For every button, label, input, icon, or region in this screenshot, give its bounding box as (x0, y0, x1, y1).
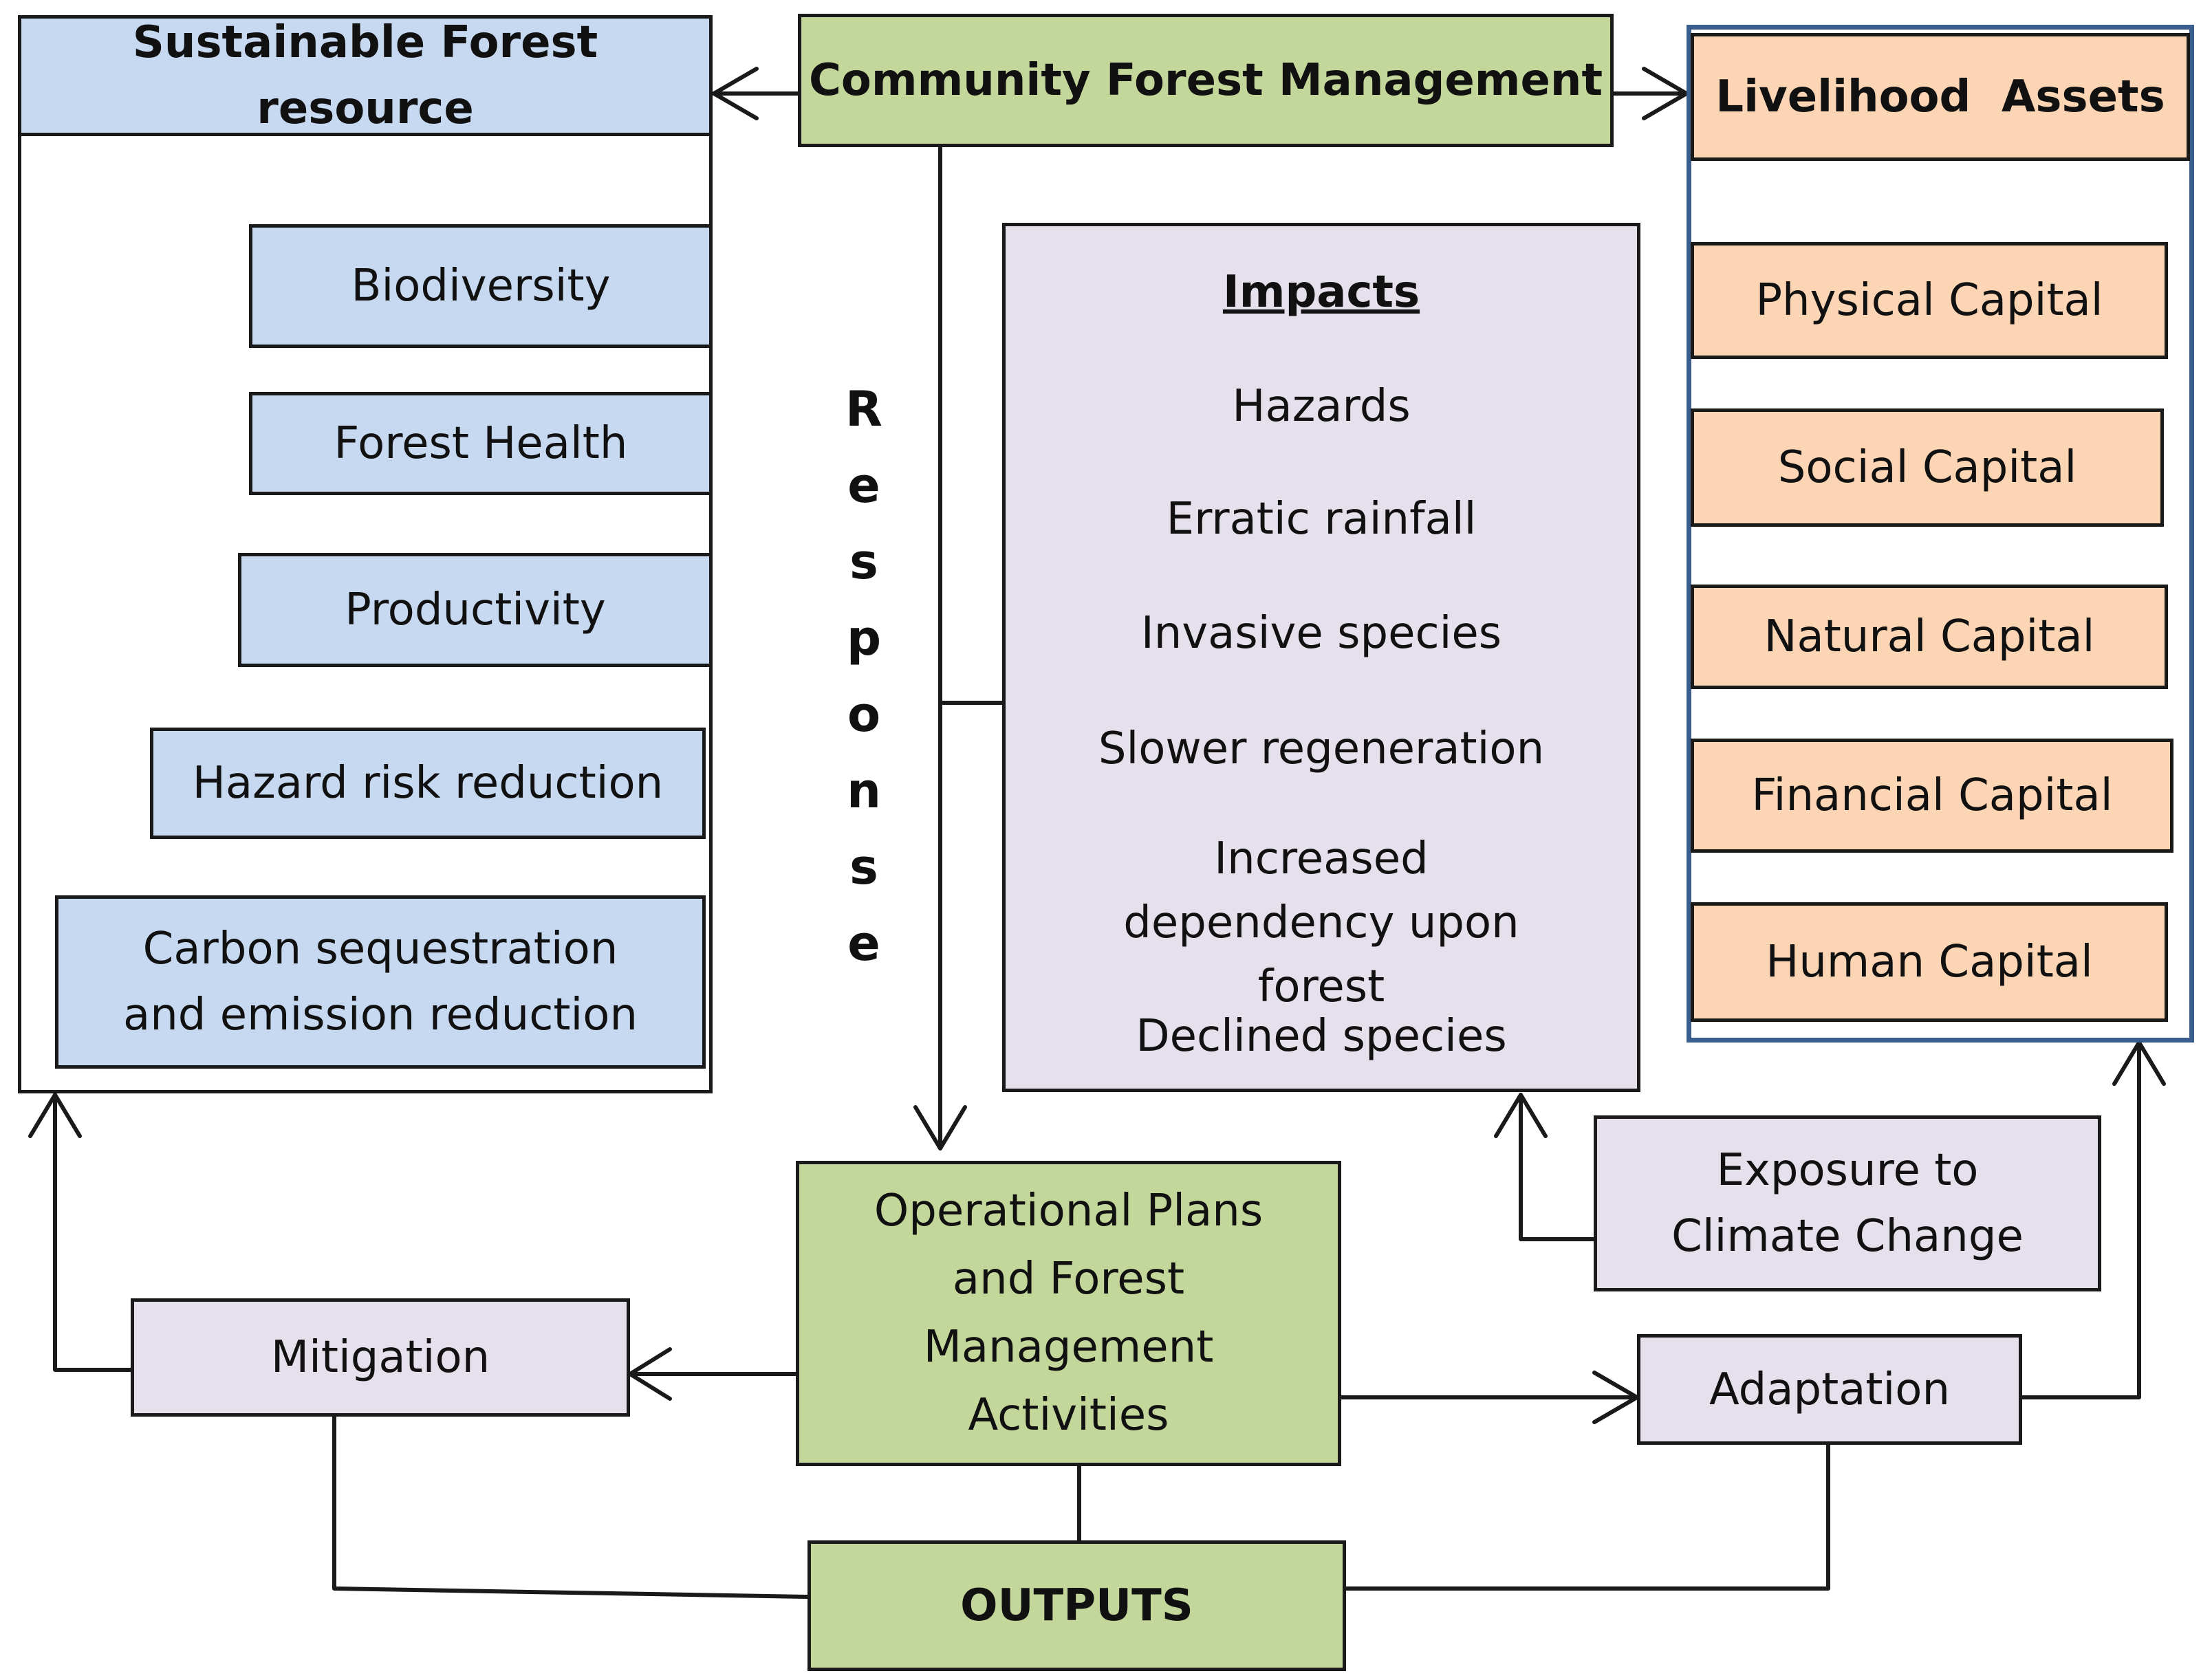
livelihood-item-social-capital: Social Capital (1691, 408, 2164, 527)
operational-plans: Operational Plans and Forest Management … (796, 1161, 1341, 1466)
resource-title: Sustainable Forest resource (18, 15, 713, 136)
arrowhead-resource-bottom (28, 1093, 82, 1138)
response-letter: R (845, 381, 882, 437)
arrowhead-impacts (1494, 1093, 1548, 1138)
adaptation-box: Adaptation (1637, 1334, 2022, 1445)
livelihood-item-natural-capital: Natural Capital (1691, 585, 2168, 689)
impacts-title: Impacts (1222, 267, 1420, 318)
arrowhead-operational (913, 1105, 967, 1150)
outputs-box: OUTPUTS (807, 1540, 1346, 1671)
livelihood-title: Livelihood Assets (1691, 33, 2190, 161)
community-forest-management: Community Forest Management (798, 14, 1614, 147)
impacts-box: Impacts Hazards Erratic rainfall Invasiv… (1002, 223, 1640, 1092)
livelihood-item-financial-capital: Financial Capital (1691, 739, 2173, 853)
resource-item-carbon-sequestration: Carbon sequestration and emission reduct… (55, 895, 706, 1069)
connector-adaptation-to-outputs (1344, 1443, 1830, 1591)
connector-adaptation-to-livelihood (2020, 1040, 2141, 1399)
impact-item: Increased dependency upon forest (1123, 833, 1519, 1012)
response-letter: n (847, 763, 881, 819)
response-letter: e (847, 457, 880, 514)
arrowhead-resource (712, 67, 759, 120)
response-letter: o (847, 686, 881, 743)
exposure-to-climate-change: Exposure to Climate Change (1594, 1115, 2101, 1291)
connector-exposure-to-impacts (1519, 1093, 1596, 1241)
livelihood-item-human-capital: Human Capital (1691, 902, 2168, 1022)
livelihood-frame (1687, 25, 2194, 1043)
resource-item-forest-health: Forest Health (249, 392, 713, 495)
connector-mitigation-to-outputs (332, 1415, 810, 1599)
impact-item: Slower regeneration (1098, 723, 1545, 774)
livelihood-item-physical-capital: Physical Capital (1691, 242, 2168, 359)
arrowhead-mitigation (628, 1347, 672, 1401)
resource-item-productivity: Productivity (238, 553, 713, 667)
impact-item: Declined species (1136, 1011, 1507, 1062)
impact-item: Invasive species (1140, 608, 1502, 659)
impact-item: Erratic rainfall (1166, 494, 1477, 545)
response-letter: p (846, 610, 882, 666)
response-letter: s (849, 839, 878, 895)
arrowhead-livelihood-bottom (2112, 1040, 2166, 1086)
resource-item-biodiversity: Biodiversity (249, 224, 713, 348)
resource-item-hazard-risk-reduction: Hazard risk reduction (150, 728, 706, 839)
impact-item: Hazards (1232, 381, 1411, 432)
response-letter: s (849, 534, 878, 590)
connector-mitigation-to-resource (53, 1093, 133, 1372)
response-letter: e (847, 915, 880, 972)
mitigation-box: Mitigation (131, 1298, 630, 1417)
